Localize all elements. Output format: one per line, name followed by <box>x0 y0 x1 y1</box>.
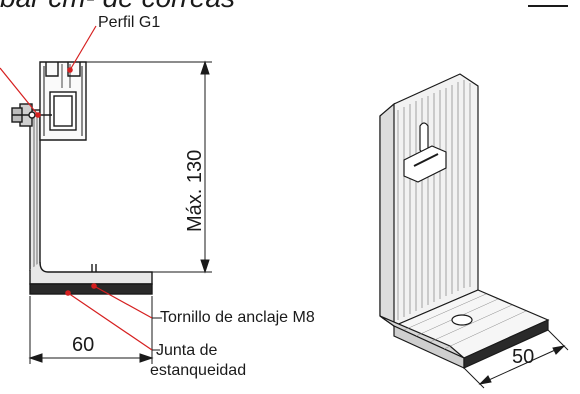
height-dimension <box>86 60 212 274</box>
page-title: bar cm- de correas <box>0 0 235 14</box>
leader-lines <box>0 25 153 351</box>
foot-hole <box>451 314 473 326</box>
leader-bolt <box>0 67 39 116</box>
dimension-width-left-label: 60 <box>72 334 95 356</box>
gasket-strip <box>29 283 153 295</box>
bracket-foot <box>29 261 153 285</box>
title-rule <box>528 5 568 7</box>
dimension-width-right-label: 50 <box>512 346 535 368</box>
label-perfil-g1: Perfil G1 <box>98 14 161 31</box>
width-right-dimension <box>463 329 569 389</box>
bracket-vertical-plate <box>29 109 41 271</box>
leader-junta <box>67 292 153 351</box>
leader-perfil <box>69 25 97 71</box>
bracket-3d <box>379 73 550 369</box>
dimension-height-label: Máx. 130 <box>184 149 206 232</box>
plate-face <box>379 73 479 327</box>
bracket-section <box>11 61 153 295</box>
label-junta-line2: estanqueidad <box>150 362 247 379</box>
label-junta-line1: Junta de <box>156 342 218 359</box>
leader-underlines <box>152 317 162 351</box>
plate-edge <box>379 102 395 328</box>
leader-tornillo <box>93 285 153 319</box>
label-tornillo: Tornillo de anclaje M8 <box>160 309 315 326</box>
width-left-dimension <box>28 296 154 364</box>
